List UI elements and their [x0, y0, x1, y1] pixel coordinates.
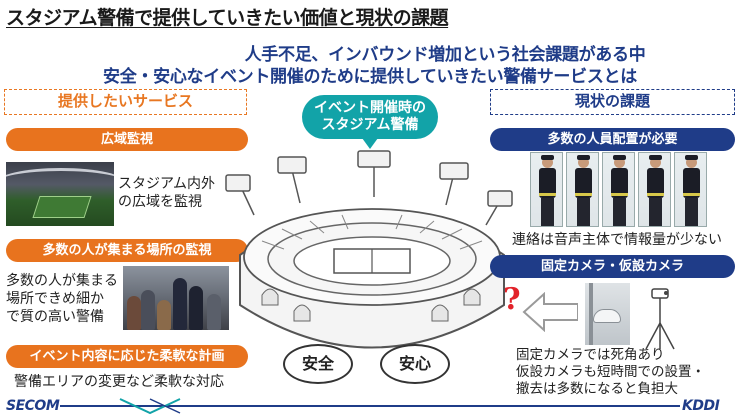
issue-label-staffing: 多数の人員配置が必要: [490, 128, 735, 151]
security-guard-photo: [530, 152, 563, 227]
tripod-camera-icon: [645, 288, 675, 350]
service-label-wide-area: 広域監視: [6, 128, 248, 151]
issue-label-cameras: 固定カメラ・仮設カメラ: [490, 255, 735, 278]
arrow-left-icon: [522, 292, 578, 332]
subtitle-line-2: 安全・安心なイベント開催のために提供していきたい警備サービスとは: [103, 67, 637, 87]
security-guard-photo: [638, 152, 671, 227]
service-text-wide-area: スタジアム内外 の広域を監視: [118, 176, 216, 210]
page-title: スタジアム警備で提供していきたい価値と現状の課題: [6, 7, 449, 29]
center-theme-bubble: イベント開催時の スタジアム警備: [302, 95, 438, 149]
kddi-logo: KDDI: [682, 398, 720, 414]
security-guard-photo: [566, 152, 599, 227]
safety-badge: 安全: [283, 344, 353, 384]
security-guard-photo: [674, 152, 707, 227]
footer-band: [60, 398, 680, 415]
fixed-camera-photo: [585, 283, 630, 345]
issue-text-staffing: 連絡は音声主体で情報量が少ない: [512, 232, 722, 248]
question-mark-icon: ?: [503, 282, 521, 317]
service-text-crowd: 多数の人が集まる 場所できめ細か で質の高い警備: [6, 273, 118, 325]
stadium-aerial-photo: [6, 162, 114, 226]
security-guard-photo: [602, 152, 635, 227]
stadium-illustration: [225, 150, 513, 349]
issue-text-cameras: 固定カメラでは死角あり 仮設カメラも短時間での設置・ 撤去は多数になると負担大: [516, 347, 705, 397]
service-label-flexible-plan: イベント内容に応じた柔軟な計画: [6, 345, 248, 368]
secom-logo: SECOM: [6, 398, 60, 414]
service-label-crowd: 多数の人が集まる場所の監視: [6, 239, 248, 262]
crowd-guard-photo: [123, 266, 229, 330]
service-text-flexible-plan: 警備エリアの変更など柔軟な対応: [14, 374, 224, 390]
left-section-header: 提供したいサービス: [4, 89, 247, 115]
security-badge: 安心: [380, 344, 450, 384]
subtitle-line-1: 人手不足、インバウンド増加という社会課題がある中: [244, 45, 646, 65]
right-section-header: 現状の課題: [490, 89, 735, 115]
